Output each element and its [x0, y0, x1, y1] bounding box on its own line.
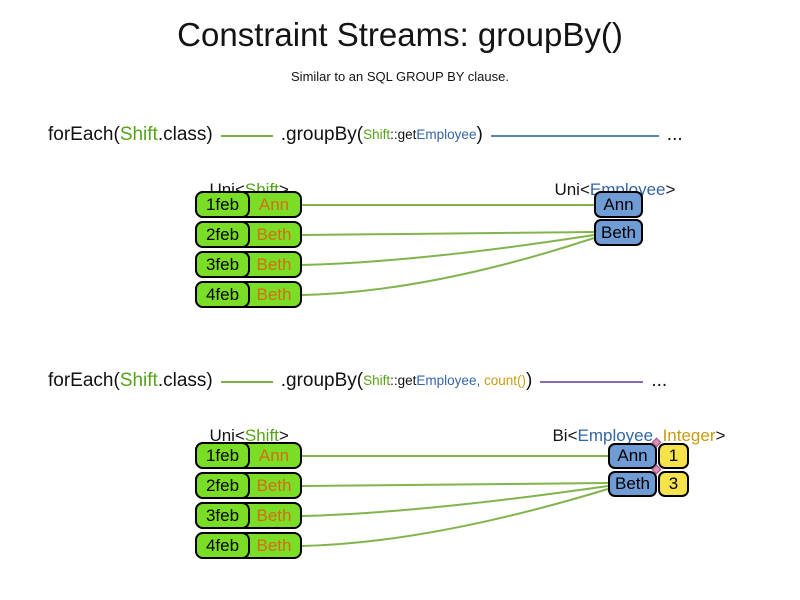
wire2-4feb-beth	[301, 488, 609, 547]
code-close-paren: )	[526, 369, 533, 391]
shift-row: 1feb Ann	[195, 191, 302, 218]
wire-3feb-beth	[301, 234, 595, 266]
bi-employee-integer-label: Bi<Employee, Integer>	[552, 426, 726, 445]
employee-box: Ann	[594, 191, 643, 218]
employee-box: Beth	[594, 219, 643, 246]
shift-employee-cell: Beth	[256, 224, 292, 244]
code-param-shift: Shift	[363, 127, 391, 142]
code-class-close: .class)	[157, 123, 213, 145]
group-row: Beth 3	[608, 471, 689, 497]
wire2-2feb-beth	[301, 482, 609, 487]
employee-box: Beth	[608, 471, 657, 497]
code-shift-class: Shift	[119, 369, 158, 391]
code-param-count: count()	[483, 373, 527, 388]
code-param-employee: Employee	[416, 373, 477, 388]
code-groupby: .groupBy(	[280, 123, 364, 145]
employee-groups-1: Ann Beth	[594, 191, 643, 247]
shift-date-cell: 3feb	[195, 251, 250, 278]
shift-employee-cell: Beth	[256, 535, 292, 555]
employee-box: Ann	[608, 443, 657, 469]
page-title: Constraint Streams: groupBy()	[177, 16, 623, 53]
count-box: 1	[658, 443, 689, 469]
code-foreach: forEach(	[48, 123, 120, 145]
shift-employee-cell: Ann	[258, 445, 290, 465]
shift-table-2: 1feb Ann 2feb Beth 3feb Beth 4feb Beth	[195, 442, 302, 562]
page-subtitle: Similar to an SQL GROUP BY clause.	[291, 69, 509, 84]
shift-employee-cell: Ann	[258, 194, 290, 214]
shift-date-cell: 2feb	[195, 472, 250, 499]
code-param-employee: Employee	[416, 127, 477, 142]
code-line-groupby: forEach(Shift.class) .groupBy(Shift::get…	[48, 121, 683, 148]
shift-employee-cell: Beth	[256, 475, 292, 495]
stream-connector-green	[220, 380, 273, 383]
shift-row: 4feb Beth	[195, 281, 302, 308]
shift-employee-cell: Beth	[256, 505, 292, 525]
shift-date-cell: 3feb	[195, 502, 250, 529]
code-param-shift: Shift	[363, 373, 391, 388]
group-row: Ann 1	[608, 443, 689, 469]
shift-date-cell: 1feb	[195, 191, 250, 218]
wire-4feb-beth	[301, 237, 595, 296]
code-ellipsis: ...	[666, 123, 683, 145]
uni-shift-label-2: Uni<Shift>	[209, 426, 289, 445]
wire-2feb-beth	[301, 231, 595, 236]
stream-connector-purple	[540, 380, 644, 383]
code-param-getter: ::get	[390, 127, 417, 142]
shift-table-1: 1feb Ann 2feb Beth 3feb Beth 4feb Beth	[195, 191, 302, 311]
shift-row: 4feb Beth	[195, 532, 302, 559]
shift-date-cell: 4feb	[195, 281, 250, 308]
code-param-getter: ::get	[390, 373, 417, 388]
count-box: 3	[658, 471, 689, 497]
code-class-close: .class)	[157, 369, 213, 391]
shift-employee-cell: Beth	[256, 284, 292, 304]
stream-connector-green	[220, 134, 273, 137]
shift-date-cell: 2feb	[195, 221, 250, 248]
shift-date-cell: 1feb	[195, 442, 250, 469]
shift-employee-cell: Beth	[256, 254, 292, 274]
employee-count-groups: Ann 1 Beth 3	[608, 443, 689, 499]
shift-row: 2feb Beth	[195, 472, 302, 499]
shift-row: 2feb Beth	[195, 221, 302, 248]
shift-row: 3feb Beth	[195, 502, 302, 529]
shift-row: 1feb Ann	[195, 442, 302, 469]
code-shift-class: Shift	[119, 123, 158, 145]
code-foreach: forEach(	[48, 369, 120, 391]
code-param-comma: ,	[476, 373, 484, 388]
code-ellipsis: ...	[651, 369, 668, 391]
stream-connector-blue	[490, 134, 659, 137]
code-close-paren: )	[476, 123, 483, 145]
wire2-3feb-beth	[301, 485, 609, 517]
code-groupby: .groupBy(	[280, 369, 364, 391]
shift-row: 3feb Beth	[195, 251, 302, 278]
shift-date-cell: 4feb	[195, 532, 250, 559]
code-line-groupby-count: forEach(Shift.class) .groupBy(Shift::get…	[48, 367, 667, 394]
